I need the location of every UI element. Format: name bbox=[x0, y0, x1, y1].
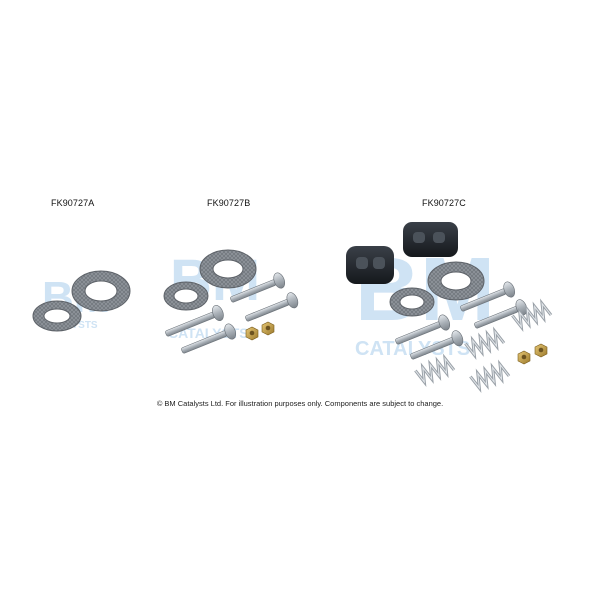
bolt bbox=[245, 292, 299, 322]
spring bbox=[414, 353, 456, 388]
kit-a-parts bbox=[32, 270, 131, 332]
rubber-hanger bbox=[403, 222, 458, 257]
spring bbox=[469, 359, 511, 394]
gasket-small bbox=[389, 287, 435, 317]
bolt bbox=[181, 323, 237, 354]
gasket-large bbox=[199, 249, 257, 289]
kit-code-a: FK90727A bbox=[51, 198, 95, 208]
kit-code-b: FK90727B bbox=[207, 198, 251, 208]
bolt bbox=[230, 272, 286, 303]
gasket-large bbox=[427, 261, 485, 301]
bolt bbox=[410, 330, 464, 360]
kit-code-c: FK90727C bbox=[422, 198, 466, 208]
nut bbox=[517, 350, 531, 365]
kit-c-parts bbox=[346, 222, 553, 394]
spring bbox=[464, 326, 506, 361]
gasket-small bbox=[32, 300, 82, 332]
rubber-hanger bbox=[346, 246, 394, 284]
disclaimer-text: © BM Catalysts Ltd. For illustration pur… bbox=[156, 399, 444, 408]
nut bbox=[261, 321, 275, 336]
nut bbox=[245, 326, 259, 341]
gasket-large bbox=[71, 270, 131, 312]
kit-b-parts bbox=[163, 249, 299, 354]
bolt bbox=[165, 305, 224, 337]
gasket-small bbox=[163, 281, 209, 311]
bolt bbox=[460, 281, 516, 312]
spring bbox=[511, 298, 553, 333]
bolt bbox=[395, 314, 451, 345]
nut bbox=[534, 343, 548, 358]
